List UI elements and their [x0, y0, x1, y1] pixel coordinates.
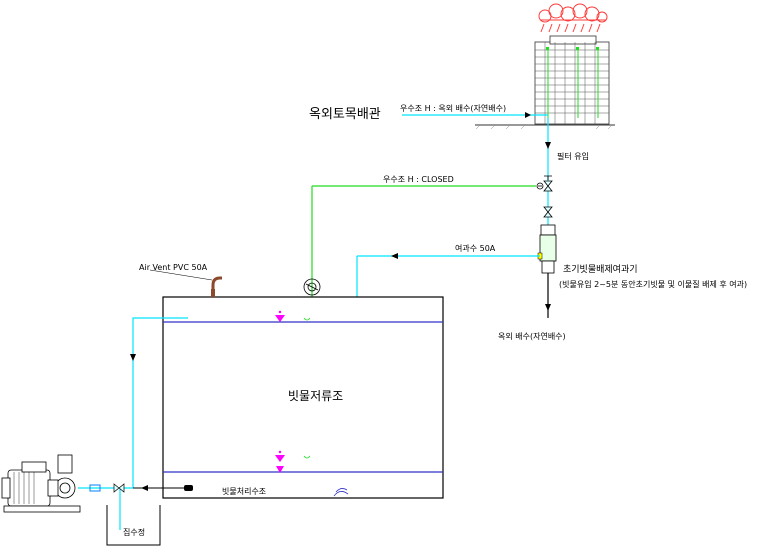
storage-tank [162, 296, 444, 499]
overflow-label: 여과수 50A [455, 243, 496, 253]
float-switch-icon [275, 310, 285, 322]
float-switch-icon [275, 450, 285, 473]
air-vent-label: Air Vent PVC 50A [139, 263, 208, 272]
first-flush-desc: (빗물유입 2~5분 동안초기빗물 및 이물질 배제 후 여과) [559, 279, 747, 289]
intake-strainer-icon [184, 485, 193, 491]
tank-h-outdoor-label: 우수조 H : 옥외 배수(자연배수) [400, 103, 506, 113]
apartment-building-icon [475, 35, 615, 130]
storage-tank-label: 빗물저류조 [288, 389, 343, 403]
filter-inflow-label: 필터 유입 [557, 151, 589, 161]
flow-arrow-icon [141, 485, 148, 491]
flow-arrow-icon [525, 112, 531, 118]
flow-arrow-icon [545, 304, 551, 311]
pump-icon [1, 454, 81, 513]
flow-arrow-icon [130, 354, 136, 361]
valve-icon [536, 175, 553, 192]
air-vent-icon [211, 276, 222, 297]
flow-arrow-icon [391, 253, 398, 259]
sump-label: 집수정 [123, 527, 145, 537]
outdoor-drain-label: 옥외 배수(자연배수) [498, 331, 566, 341]
check-valve-icon [113, 483, 125, 493]
first-flush-filter [537, 224, 557, 274]
transfer-pipe [132, 317, 188, 488]
air-vent-leader [149, 269, 213, 281]
coupling-icon [89, 484, 101, 492]
flow-arrow-icon [545, 142, 551, 149]
inlet-swirl-icon [333, 488, 349, 497]
float-switch-icon [303, 317, 311, 459]
manhole-icon [303, 278, 321, 296]
outdoor-civil-label: 옥외토목배관 [309, 107, 381, 122]
sump-pit [106, 505, 161, 546]
tank-h-closed-label: 우수조 H : CLOSED [383, 175, 454, 184]
valve-icon [543, 206, 553, 218]
rain-cloud-icon [538, 3, 608, 33]
treatment-tank-label: 빗물처리수조 [222, 487, 266, 496]
first-flush-title: 초기빗물배제여과기 [563, 263, 638, 275]
